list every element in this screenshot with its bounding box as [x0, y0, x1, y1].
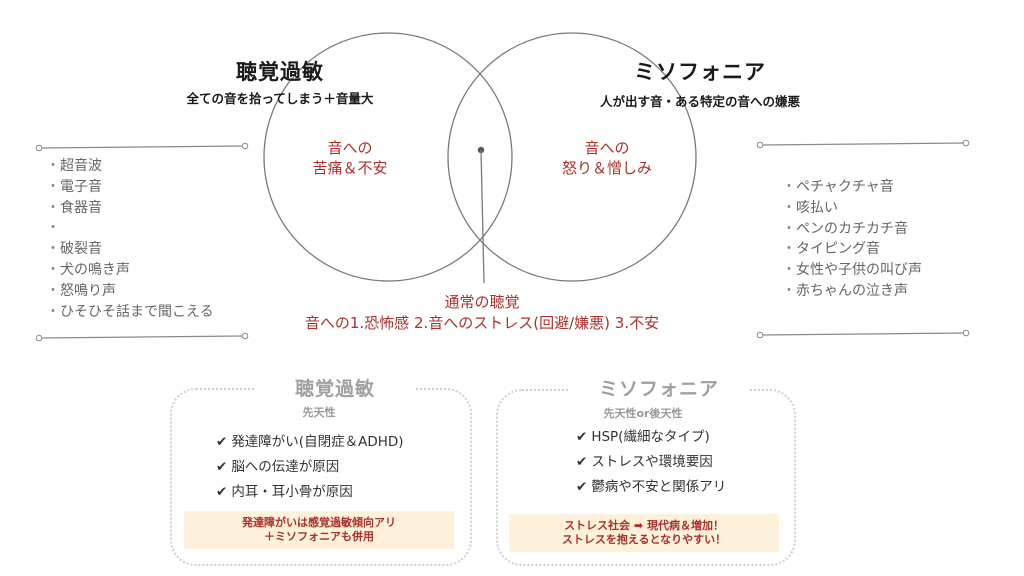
check-item: ✔ストレスや環境要因	[576, 450, 726, 475]
list-item: ペンのカチカチ音	[782, 219, 922, 240]
misophonia-note: ストレス社会 ➡ 現代病＆増加！ ストレスを抱えるとなりやすい！	[509, 514, 779, 552]
list-item: ひそひそ話まで聞こえる	[46, 302, 214, 323]
overlap-caption-detail: 音への1.恐怖感 2.音へのストレス(回避/嫌悪) 3.不安	[304, 314, 660, 332]
right-circle-label: 音への 怒り＆憎しみ	[547, 138, 667, 178]
left-sound-list: 超音波 電子音 食器音 破裂音 犬の鳴き声 怒鳴り声 ひそひそ話まで聞こえる	[46, 156, 214, 322]
right-sound-list: ペチャクチャ音 咳払い ペンのカチカチ音 タイピング音 女性や子供の叫び声 赤ち…	[782, 177, 922, 302]
hyperacusis-card-title: 聴覚過敏	[254, 374, 416, 401]
left-circle-label-line1: 音への	[327, 139, 373, 157]
right-list-top-rule	[756, 139, 970, 149]
right-circle	[447, 32, 697, 282]
note-line1: ストレス社会 ➡ 現代病＆増加！	[564, 519, 724, 532]
left-circle-label-line2: 苦痛＆不安	[312, 159, 388, 177]
list-item: 女性や子供の叫び声	[782, 260, 922, 281]
left-circle-label: 音への 苦痛＆不安	[290, 138, 410, 178]
hyperacusis-causes: ✔発達障がい(自閉症＆ADHD) ✔脳への伝達が原因 ✔内耳・耳小骨が原因	[216, 430, 404, 505]
check-item-text: 脳への伝達が原因	[231, 459, 340, 475]
check-icon: ✔	[216, 484, 228, 500]
hyperacusis-card-subtitle: 先天性	[302, 406, 336, 419]
list-item: 超音波	[46, 156, 214, 177]
list-item: 電子音	[46, 177, 214, 198]
left-circle-title: 聴覚過敏	[236, 60, 324, 84]
note-line2: ＋ミソフォニアも併用	[264, 530, 374, 543]
overlap-caption-title: 通常の聴覚	[444, 293, 520, 311]
check-item: ✔脳への伝達が原因	[216, 455, 404, 480]
list-item: ペチャクチャ音	[782, 177, 922, 198]
check-icon: ✔	[216, 434, 228, 450]
right-circle-title: ミソフォニア	[634, 60, 766, 84]
check-item-text: 発達障がい(自閉症＆ADHD)	[231, 434, 404, 450]
misophonia-card-subtitle: 先天性or後天性	[603, 407, 683, 420]
right-list-bottom-rule	[756, 329, 970, 339]
check-icon: ✔	[576, 429, 588, 445]
list-item: 怒鳴り声	[46, 281, 214, 302]
check-icon: ✔	[576, 479, 588, 495]
list-item: 赤ちゃんの泣き声	[782, 281, 922, 302]
check-item-text: 鬱病や不安と関係アリ	[591, 479, 727, 495]
check-item: ✔内耳・耳小骨が原因	[216, 480, 404, 505]
right-circle-subtitle: 人が出す音・ある特定の音への嫌悪	[599, 94, 800, 109]
list-item: 食器音	[46, 198, 214, 219]
right-circle-label-line1: 音への	[584, 139, 630, 157]
list-spacer	[46, 218, 214, 239]
check-item-text: 内耳・耳小骨が原因	[231, 484, 353, 500]
left-circle-subtitle: 全ての音を拾ってしまう＋音量大	[186, 91, 374, 106]
list-item: 咳払い	[782, 198, 922, 219]
left-circle	[263, 32, 513, 282]
note-line1: 発達障がいは感覚過敏傾向アリ	[242, 516, 396, 529]
hyperacusis-note: 発達障がいは感覚過敏傾向アリ ＋ミソフォニアも併用	[184, 511, 454, 549]
list-item: タイピング音	[782, 239, 922, 260]
list-item: 犬の鳴き声	[46, 260, 214, 281]
check-item: ✔鬱病や不安と関係アリ	[576, 475, 726, 500]
list-item: 破裂音	[46, 239, 214, 260]
left-list-bottom-rule	[35, 332, 249, 342]
check-item: ✔発達障がい(自閉症＆ADHD)	[216, 430, 404, 455]
misophonia-card-title: ミソフォニア	[568, 374, 750, 401]
check-icon: ✔	[216, 459, 228, 475]
connector-line	[480, 149, 485, 284]
left-list-top-rule	[35, 142, 249, 152]
check-item-text: HSP(繊細なタイプ)	[591, 429, 710, 445]
right-circle-label-line2: 怒り＆憎しみ	[561, 159, 652, 177]
misophonia-causes: ✔HSP(繊細なタイプ) ✔ストレスや環境要因 ✔鬱病や不安と関係アリ	[576, 425, 726, 500]
check-icon: ✔	[576, 454, 588, 470]
check-item: ✔HSP(繊細なタイプ)	[576, 425, 726, 450]
check-item-text: ストレスや環境要因	[591, 454, 713, 470]
note-line2: ストレスを抱えるとなりやすい！	[561, 533, 727, 546]
overlap-caption: 通常の聴覚 音への1.恐怖感 2.音へのストレス(回避/嫌悪) 3.不安	[262, 292, 702, 334]
